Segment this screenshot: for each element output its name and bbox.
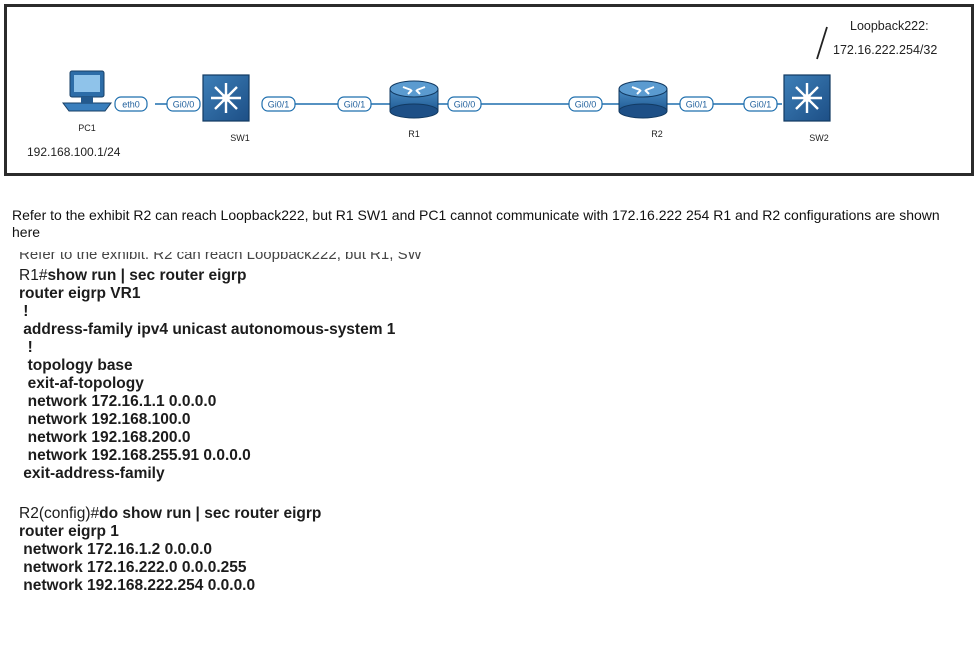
- r2-config-block: R2(config)#do show run | sec router eigr…: [19, 505, 321, 595]
- sw2-name: SW2: [809, 133, 829, 143]
- sw1-if-right: Gi0/1: [268, 100, 290, 110]
- loopback-label: Loopback222:: [850, 19, 929, 33]
- question-text: Refer to the exhibit R2 can reach Loopba…: [12, 207, 940, 240]
- pc1-eth0-tag: eth0: [114, 96, 148, 112]
- r2-config-line: network 172.16.222.0 0.0.0.255: [19, 559, 247, 576]
- r2-if-right: Gi0/1: [686, 100, 708, 110]
- r2-command: do show run | sec router eigrp: [99, 505, 322, 522]
- sw1-gi01-tag: Gi0/1: [261, 96, 296, 112]
- r1-prompt: R1#: [19, 267, 48, 284]
- r1-name: R1: [408, 129, 420, 139]
- r1-config-line: network 192.168.255.91 0.0.0.0: [19, 447, 251, 464]
- r2-icon: [618, 80, 668, 119]
- pc1-address: 192.168.100.1/24: [27, 145, 121, 159]
- r2-if-left: Gi0/0: [575, 100, 597, 110]
- r1-config-line: exit-address-family: [19, 465, 165, 482]
- r1-config-line: topology base: [19, 357, 133, 374]
- r1-config-line: address-family ipv4 unicast autonomous-s…: [19, 321, 396, 338]
- sw2-if-left: Gi0/1: [750, 100, 772, 110]
- cut-off-text: Refer to the exhibit. R2 can reach Loopb…: [19, 252, 469, 262]
- sw1-name: SW1: [230, 133, 250, 143]
- r2-name: R2: [651, 129, 663, 139]
- r1-config-line: !: [19, 339, 33, 356]
- loopback-address: 172.16.222.254/32: [833, 43, 937, 57]
- pc1-name: PC1: [78, 123, 96, 133]
- r1-command: show run | sec router eigrp: [47, 267, 247, 284]
- sw1-if-left: Gi0/0: [173, 100, 195, 110]
- topology-svg: eth0 PC1 192.168.100.1/24 SW1 Gi0/0 Gi0/…: [27, 19, 937, 159]
- r1-gi01-tag: Gi0/1: [337, 96, 372, 112]
- loopback-callout-line: [816, 26, 828, 60]
- pc1-interface-label: eth0: [122, 100, 140, 110]
- r2-config-line: router eigrp 1: [19, 523, 119, 540]
- r2-gi01-tag: Gi0/1: [679, 96, 714, 112]
- r1-config-line: router eigrp VR1: [19, 285, 141, 302]
- r1-config-line: !: [19, 303, 29, 320]
- pc1-icon: [62, 70, 112, 112]
- r1-config-line: network 192.168.200.0: [19, 429, 191, 446]
- r1-if-right: Gi0/0: [454, 100, 476, 110]
- r1-config-line: network 172.16.1.1 0.0.0.0: [19, 393, 217, 410]
- r2-config-line: network 172.16.1.2 0.0.0.0: [19, 541, 213, 558]
- sw1-icon: [202, 74, 250, 122]
- sw1-gi00-tag: Gi0/0: [166, 96, 201, 112]
- r1-config-block: R1#show run | sec router eigrp router ei…: [19, 267, 395, 483]
- r2-config-line: network 192.168.222.254 0.0.0.0: [19, 577, 256, 594]
- r2-prompt: R2(config)#: [19, 505, 100, 522]
- r1-config-line: exit-af-topology: [19, 375, 144, 392]
- r1-config-line: network 192.168.100.0: [19, 411, 191, 428]
- sw2-gi01-tag: Gi0/1: [743, 96, 778, 112]
- r1-icon: [389, 80, 439, 119]
- topology-diagram: eth0 PC1 192.168.100.1/24 SW1 Gi0/0 Gi0/…: [4, 4, 974, 176]
- sw2-icon: [783, 74, 831, 122]
- r2-gi00-tag: Gi0/0: [568, 96, 603, 112]
- cut-off-text-content: Refer to the exhibit. R2 can reach Loopb…: [19, 252, 422, 262]
- r1-gi00-tag: Gi0/0: [447, 96, 482, 112]
- r1-if-left: Gi0/1: [344, 100, 366, 110]
